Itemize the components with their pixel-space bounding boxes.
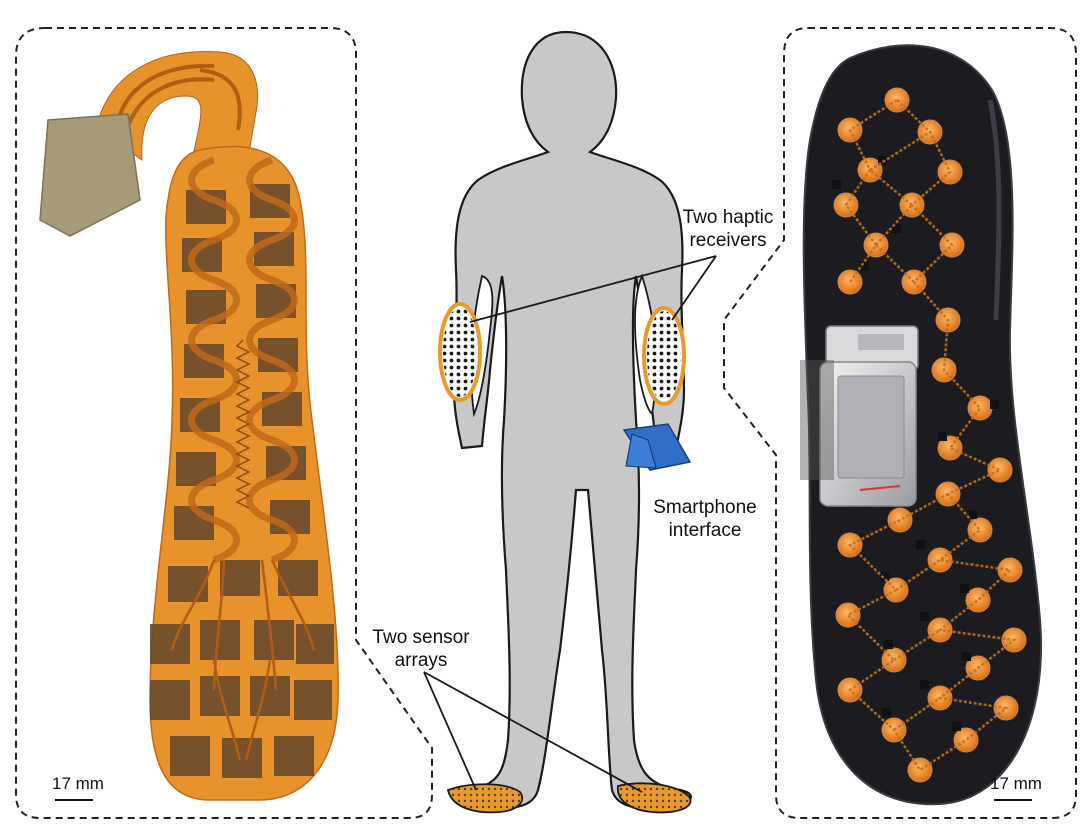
- smartphone-back-icon: [625, 433, 657, 469]
- left-scale-label: 17 mm: [52, 774, 104, 793]
- label-haptic-line2: receivers: [689, 230, 767, 251]
- left-callout-frame: [15, 27, 433, 819]
- sensor-sole-right: [617, 782, 692, 814]
- encapsulation-film: [800, 360, 834, 480]
- label-smartphone-line1: Smartphone: [653, 497, 757, 518]
- leader-haptic-right: [671, 255, 717, 321]
- label-sensor-line1: Two sensor: [372, 627, 470, 648]
- leader-sensor-left: [423, 671, 477, 791]
- label-haptic-receivers: Two haptic receivers: [666, 206, 790, 252]
- battery-wire: [859, 485, 901, 491]
- haptic-dots-right: [647, 311, 681, 401]
- right-haptic-insole-photo: [800, 44, 1042, 806]
- module-label-strip: [858, 334, 904, 350]
- ribbon-cable: [95, 51, 258, 171]
- insole-black-substrate: [802, 44, 1042, 806]
- body-silhouette: [452, 30, 692, 810]
- left-sensor-insole-photo: [39, 51, 339, 801]
- led-interconnects: [844, 98, 1018, 772]
- connector-block: [39, 113, 141, 237]
- serpentine-trace-left: [188, 156, 240, 564]
- label-sensor-line2: arrays: [394, 650, 448, 671]
- haptic-dots-left: [443, 307, 477, 397]
- center-meander-trace: [235, 339, 251, 509]
- human-figure: [438, 30, 692, 814]
- right-callout-frame: [723, 27, 1077, 819]
- label-haptic-line1: Two haptic: [682, 207, 774, 228]
- forefoot-fanout-traces: [170, 559, 316, 761]
- leader-haptic-left: [469, 255, 717, 323]
- ribbon-traces: [116, 63, 242, 131]
- insole-sheen: [987, 99, 1002, 321]
- right-scale-label: 17 mm: [990, 774, 1042, 793]
- label-smartphone-line2: interface: [668, 520, 742, 541]
- serpentine-trace-right: [246, 156, 298, 564]
- battery-cell: [837, 375, 905, 479]
- label-smartphone-interface: Smartphone interface: [640, 496, 770, 542]
- sensor-sole-left: [446, 783, 524, 814]
- leader-sensor-right: [423, 671, 643, 793]
- label-sensor-arrays: Two sensor arrays: [366, 626, 476, 672]
- led-array: [832, 87, 1027, 783]
